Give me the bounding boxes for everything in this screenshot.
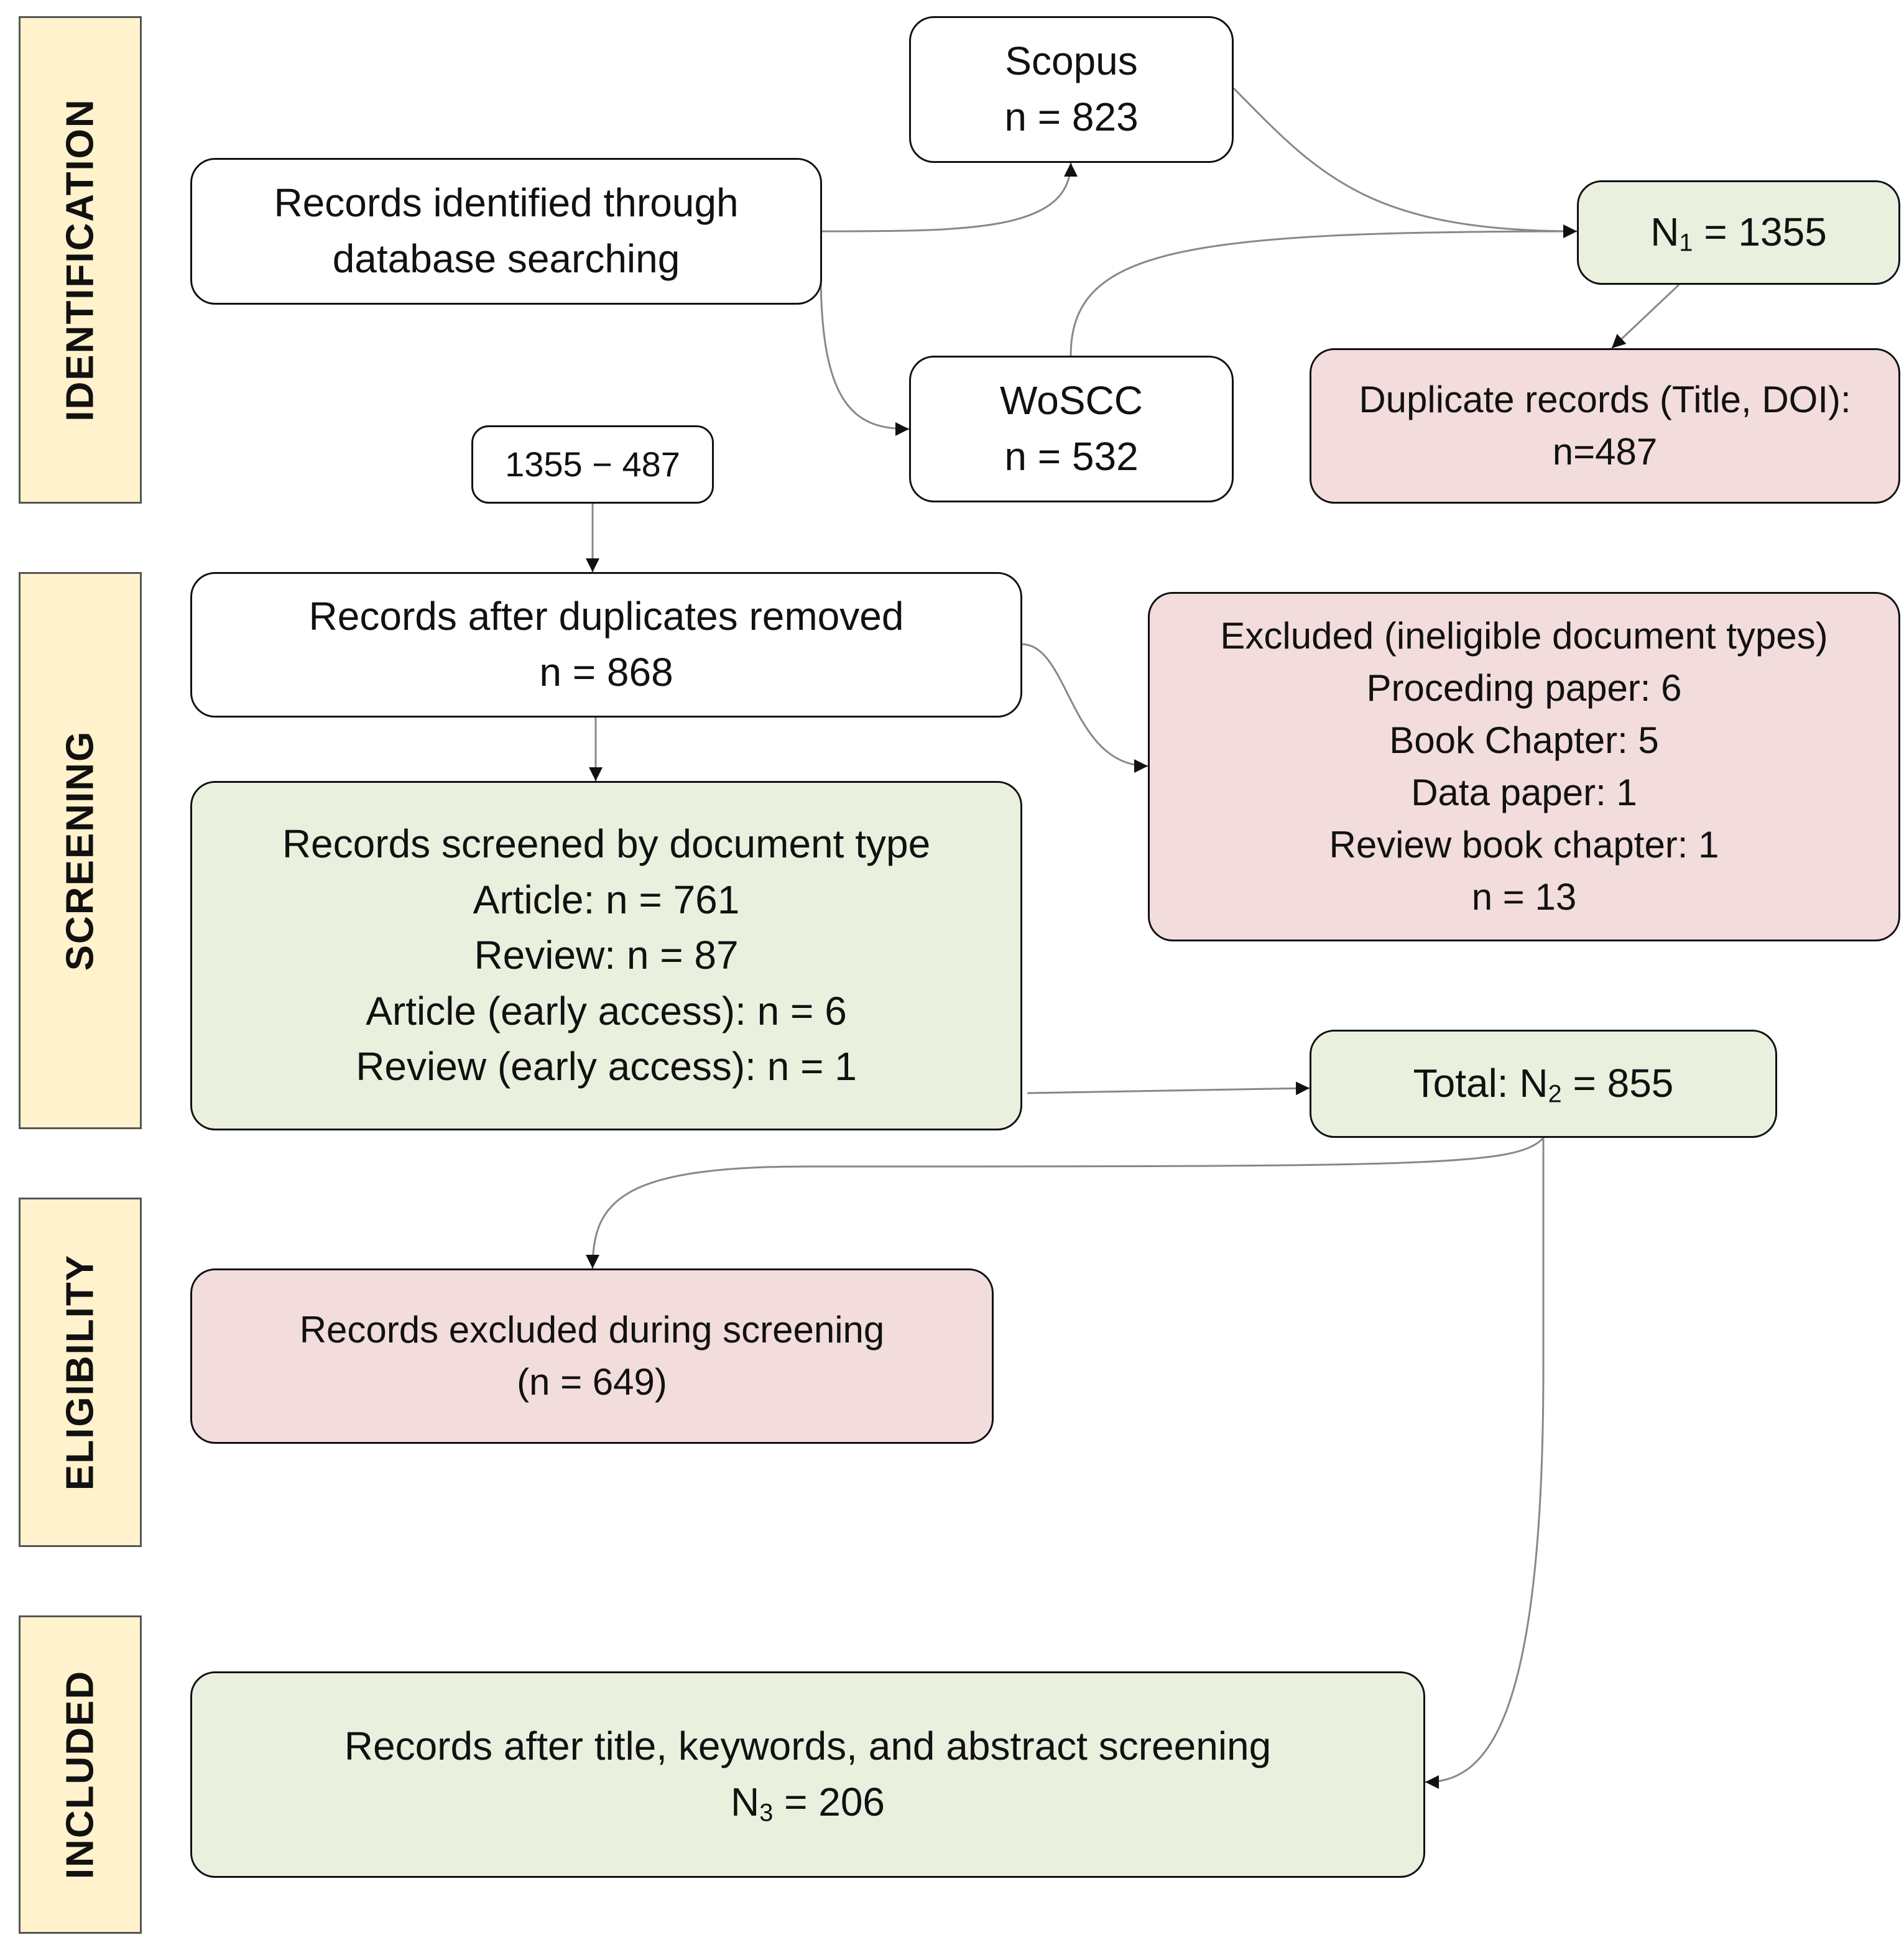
- woscc-box: WoSCC n = 532: [909, 356, 1234, 502]
- connector-total-to-excluded-screening: [586, 1137, 1545, 1269]
- woscc-count: n = 532: [1004, 434, 1139, 479]
- stage-label-included: INCLUDED: [19, 1615, 142, 1934]
- stage-label-eligibility: ELIGIBILITY: [19, 1198, 142, 1547]
- connector-woscc-to-n1: [1070, 224, 1578, 356]
- excluded-types-line-1: Excluded (ineligible document types): [1220, 615, 1828, 657]
- screened-line-5: Review (early access): n = 1: [356, 1044, 857, 1089]
- connector-screened-to-total: [1027, 1081, 1310, 1096]
- connector-total-to-final: [1425, 1138, 1545, 1789]
- after-duplicates-line-2: n = 868: [539, 650, 673, 695]
- connector-identified-to-scopus: [821, 162, 1078, 233]
- connector-scopus-to-n1: [1232, 87, 1578, 238]
- n1-suffix: = 1355: [1693, 210, 1827, 255]
- excluded-types-line-3: Book Chapter: 5: [1389, 719, 1659, 761]
- total-n2-subscript: 2: [1548, 1080, 1562, 1108]
- excluded-types-line-4: Data paper: 1: [1411, 772, 1637, 813]
- n1-box: N1 = 1355: [1577, 180, 1900, 285]
- total-n2-suffix: = 855: [1561, 1061, 1674, 1106]
- excluded-types-line-2: Proceding paper: 6: [1366, 667, 1682, 709]
- final-line-1: Records after title, keywords, and abstr…: [344, 1724, 1272, 1769]
- subtraction-box: 1355 − 487: [471, 425, 714, 504]
- stage-label-identification: IDENTIFICATION: [19, 16, 142, 504]
- screened-line-1: Records screened by document type: [282, 821, 931, 867]
- after-duplicates-line-1: Records after duplicates removed: [308, 594, 904, 639]
- total-n2-box: Total: N2 = 855: [1310, 1030, 1777, 1138]
- total-n2-prefix: Total: N: [1413, 1061, 1548, 1106]
- duplicates-box: Duplicate records (Title, DOI): n=487: [1310, 348, 1900, 504]
- n1-subscript: 1: [1679, 229, 1693, 257]
- n1-prefix: N: [1650, 210, 1680, 255]
- scopus-box: Scopus n = 823: [909, 16, 1234, 163]
- screened-line-3: Review: n = 87: [474, 933, 739, 978]
- after-duplicates-box: Records after duplicates removed n = 868: [190, 572, 1022, 718]
- total-n2-text: Total: N2 = 855: [1413, 1056, 1674, 1112]
- scopus-count: n = 823: [1004, 95, 1139, 139]
- connector-n1-to-duplicates: [1611, 284, 1680, 349]
- connector-identified-to-woscc: [820, 273, 910, 436]
- subtraction-text: 1355 − 487: [505, 444, 680, 484]
- records-identified-box: Records identified through database sear…: [190, 158, 822, 305]
- final-n3-subscript: 3: [759, 1799, 774, 1827]
- scopus-name: Scopus: [1005, 39, 1138, 84]
- duplicates-line-2: n=487: [1552, 431, 1658, 473]
- final-n3-suffix: = 206: [773, 1780, 885, 1824]
- final-box: Records after title, keywords, and abstr…: [190, 1671, 1425, 1878]
- final-line-2: N3 = 206: [731, 1775, 885, 1831]
- excluded-types-box: Excluded (ineligible document types) Pro…: [1148, 592, 1900, 941]
- excluded-types-line-5: Review book chapter: 1: [1329, 824, 1719, 866]
- screened-line-2: Article: n = 761: [473, 877, 740, 922]
- records-identified-line-2: database searching: [332, 236, 680, 281]
- final-n3-prefix: N: [730, 1780, 760, 1824]
- screened-line-4: Article (early access): n = 6: [366, 988, 847, 1033]
- n1-text: N1 = 1355: [1650, 205, 1827, 261]
- stage-label-screening: SCREENING: [19, 572, 142, 1129]
- excluded-types-line-6: n = 13: [1471, 876, 1577, 918]
- woscc-name: WoSCC: [1000, 378, 1143, 423]
- connector-after-duplicates-to-excluded-types: [1021, 643, 1148, 773]
- excluded-screening-box: Records excluded during screening (n = 6…: [190, 1268, 994, 1444]
- screened-by-type-box: Records screened by document type Articl…: [190, 781, 1022, 1130]
- excluded-screening-line-1: Records excluded during screening: [299, 1309, 885, 1351]
- excluded-screening-line-2: (n = 649): [517, 1361, 667, 1403]
- records-identified-line-1: Records identified through: [274, 180, 739, 226]
- duplicates-line-1: Duplicate records (Title, DOI):: [1359, 379, 1851, 420]
